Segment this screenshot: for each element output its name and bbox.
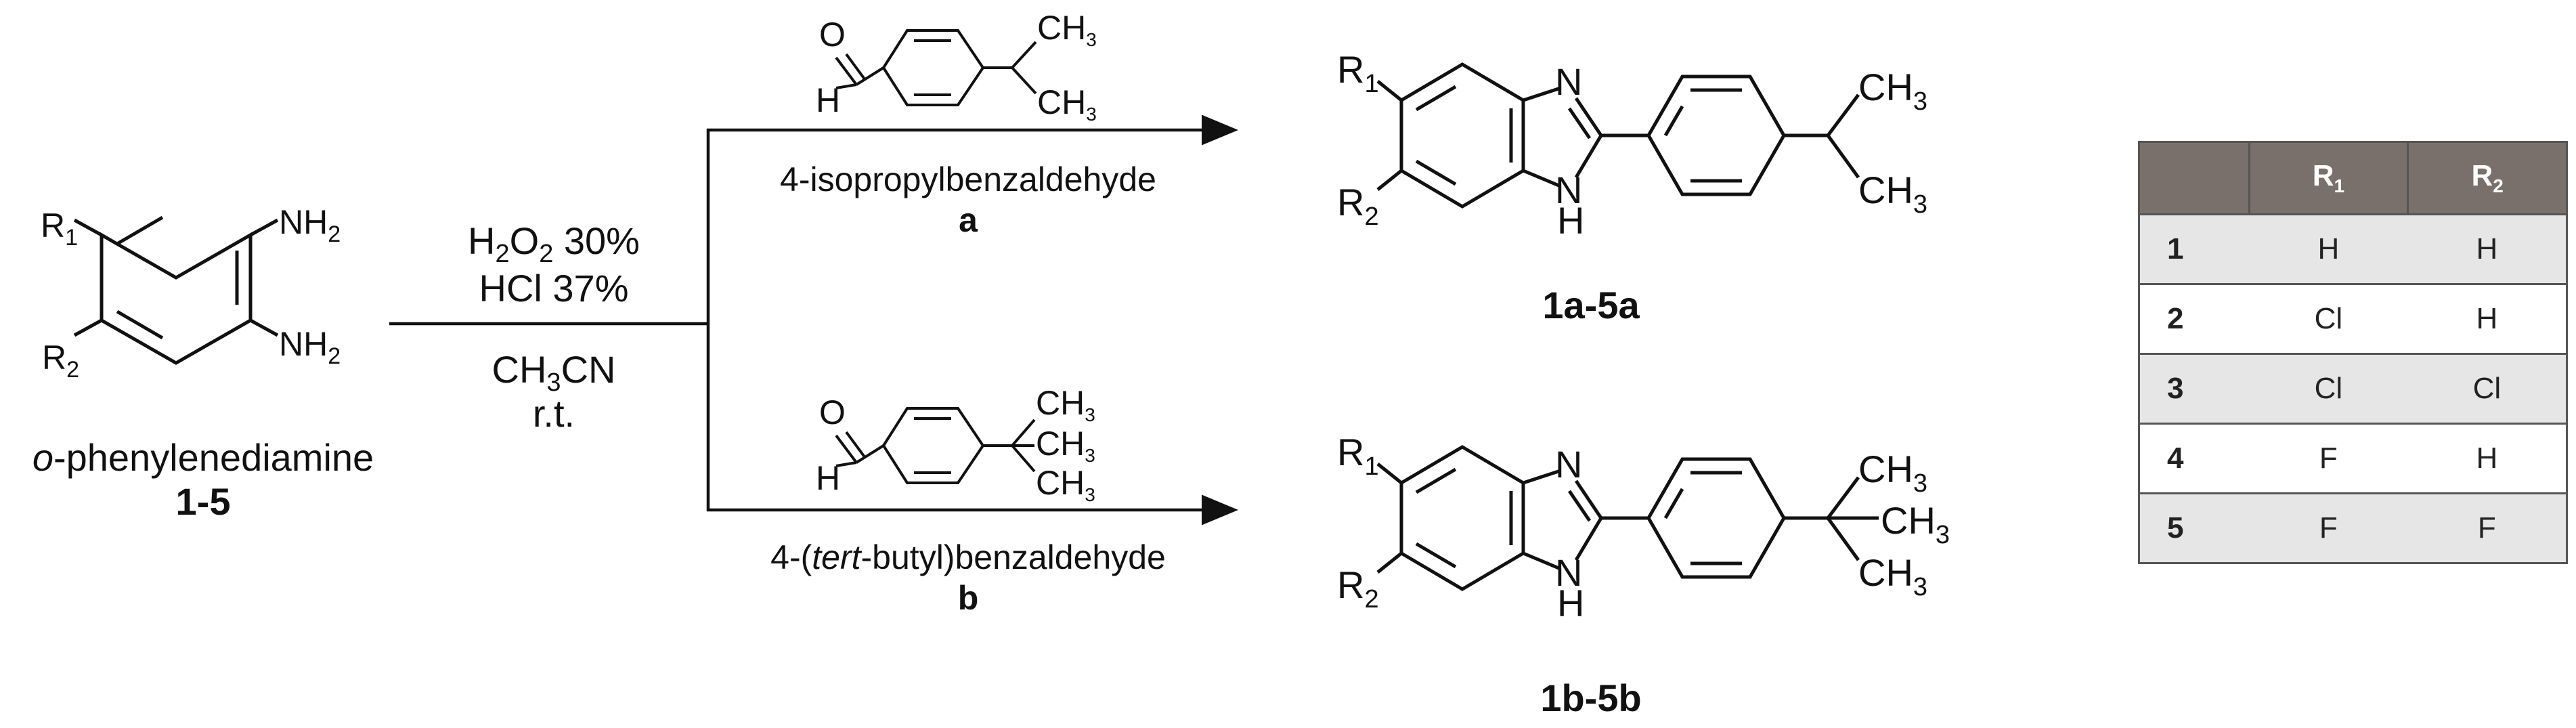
product-b-aryl-ring [1646, 457, 1786, 579]
table-header-row: R1 R2 [2138, 141, 2568, 215]
table-row: 4 F H [2138, 423, 2568, 494]
product-b-amine-n: N [1555, 551, 1582, 594]
starting-material: R1 R2 NH2 NH2 o-phenylenediamine 1-5 [32, 203, 374, 523]
condition-acid: HCl 37% [479, 267, 629, 309]
product-a-ch3-bottom: CH3 [1858, 169, 1927, 219]
product-b-imine-n: N [1555, 443, 1582, 486]
reagent-b-name: 4-(tert-butyl)benzaldehyde [770, 538, 1166, 576]
table-cell-id: 4 [2138, 423, 2249, 494]
aldehyde-co-bond-a [835, 56, 858, 86]
product-a-r1: R1 [1337, 48, 1379, 98]
reagent-a-oxygen: O [819, 16, 846, 53]
sm-nh2-top-label: NH2 [279, 203, 341, 247]
product-a-c-n-bond [1523, 86, 1561, 102]
nh2-top-bond [249, 218, 279, 237]
table-row: 2 Cl H [2138, 283, 2568, 355]
table-cell-r2: F [2407, 492, 2568, 564]
reagent-a-ch3-top: CH3 [1037, 9, 1097, 50]
r2-bond [73, 318, 103, 337]
product-b: R1 R2 N N H CH3 CH3 CH3 1b-5b [1337, 431, 1950, 719]
product-b-benzo-ring [1399, 445, 1525, 591]
product-a-amine-n: N [1555, 169, 1582, 211]
r1-bond [73, 218, 103, 237]
product-a-ch3-top: CH3 [1858, 66, 1927, 116]
reagent-a-hydrogen: H [816, 81, 840, 119]
table-row: 3 Cl Cl [2138, 353, 2568, 425]
reagent-b-oxygen: O [819, 393, 846, 431]
reagent-a-letter: a [959, 201, 978, 239]
sm-number: 1-5 [176, 480, 231, 523]
reagent-b-ch3-1: CH3 [1036, 384, 1095, 425]
starting-material-ring [100, 215, 253, 365]
table-cell-r1: F [2249, 492, 2408, 564]
product-b-ch3-2: CH3 [1881, 499, 1950, 549]
product-a-number: 1a-5a [1542, 284, 1640, 326]
table-row: 5 F F [2138, 492, 2568, 564]
product-a-imine-n: N [1555, 60, 1582, 103]
table-cell-r1: Cl [2249, 353, 2408, 425]
reagent-b-letter: b [958, 579, 979, 617]
reaction-conditions: H2O2 30% HCl 37% CH3CN r.t. [468, 219, 640, 435]
sm-name: o-phenylenediamine [32, 436, 374, 479]
reagent-a-ch3-bottom: CH3 [1037, 83, 1097, 125]
table-cell-r2: H [2407, 213, 2568, 285]
table-cell-id: 3 [2138, 353, 2249, 425]
sm-r1-label: R1 [41, 207, 78, 251]
table-cell-id: 5 [2138, 492, 2249, 564]
reaction-arrows [389, 114, 1238, 526]
condition-temperature: r.t. [533, 392, 575, 435]
table-cell-r2: Cl [2407, 353, 2568, 425]
table-cell-r1: Cl [2249, 283, 2408, 355]
condition-solvent: CH3CN [492, 348, 616, 397]
sm-nh2-bottom-label: NH2 [279, 325, 341, 369]
table-row: 1 H H [2138, 213, 2568, 285]
table-cell-r1: H [2249, 213, 2408, 285]
product-a-r2: R2 [1337, 181, 1379, 231]
sm-r2-label: R2 [42, 339, 79, 383]
table-cell-r2: H [2407, 423, 2568, 494]
product-b-c-n-bond [1523, 469, 1561, 485]
substituent-table: R1 R2 1 H H 2 Cl H 3 Cl Cl 4 F [2138, 141, 2568, 564]
table-cell-r1: F [2249, 423, 2408, 494]
product-a: R1 R2 N N H CH3 CH3 1a-5a [1337, 48, 1927, 326]
condition-peroxide: H2O2 30% [468, 219, 640, 268]
product-b-ch3-1: CH3 [1858, 448, 1927, 498]
reagent-b: O H CH3 CH3 CH3 4-(tert-butyl)benzaldehy… [770, 384, 1166, 617]
product-b-number: 1b-5b [1540, 677, 1641, 719]
product-a-benzo-ring [1399, 62, 1525, 209]
table-header-r2: R2 [2407, 141, 2568, 215]
product-a-aryl-ring [1646, 74, 1786, 196]
nh2-bottom-bond [249, 318, 279, 337]
product-b-amine-h: H [1557, 582, 1584, 624]
table-cell-r2: H [2407, 283, 2568, 355]
product-a-amine-h: H [1557, 199, 1584, 242]
product-b-ch3-3: CH3 [1858, 551, 1927, 601]
table-cell-id: 2 [2138, 283, 2249, 355]
product-b-r1: R1 [1337, 431, 1379, 481]
reagent-b-ch3-2: CH3 [1036, 425, 1095, 466]
reagent-a: O H CH3 CH3 4-isopropylbenzaldehyde a [780, 9, 1156, 239]
table-header-id [2138, 141, 2250, 215]
product-b-r2: R2 [1337, 563, 1379, 614]
table-cell-id: 1 [2138, 213, 2249, 285]
table-header-r1: R1 [2248, 141, 2409, 215]
substituent-table-grid: R1 R2 1 H H 2 Cl H 3 Cl Cl 4 F [2138, 141, 2568, 564]
reagent-a-name: 4-isopropylbenzaldehyde [780, 160, 1156, 198]
reagent-b-hydrogen: H [816, 459, 840, 497]
reagent-b-ch3-3: CH3 [1036, 464, 1095, 505]
aldehyde-co-bond-b [835, 434, 858, 464]
